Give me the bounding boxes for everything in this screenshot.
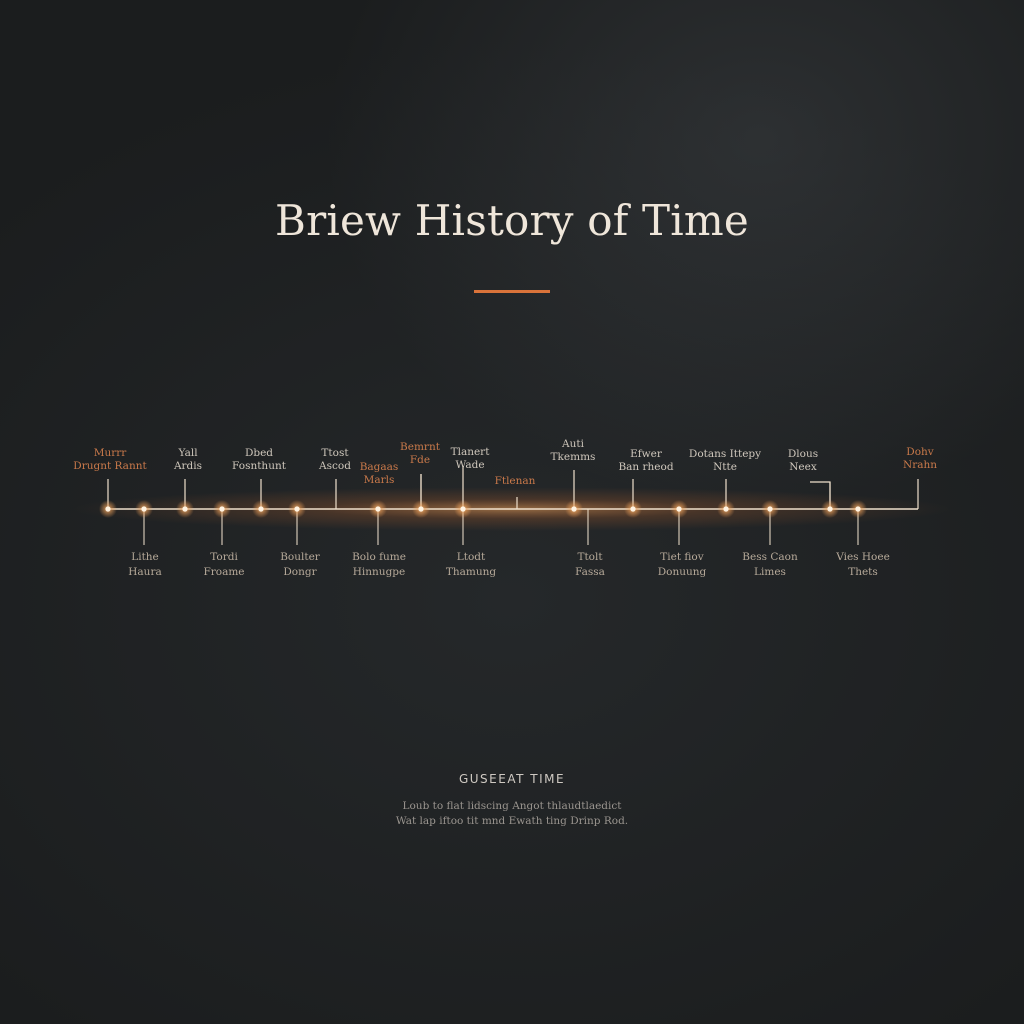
lower-event-label: Limes bbox=[754, 566, 786, 578]
lower-event-label: Bess Caon bbox=[742, 551, 798, 563]
upper-event-label: Dotans Ittepy bbox=[689, 448, 761, 460]
lower-event-label: Donuung bbox=[658, 566, 707, 578]
event-dot bbox=[375, 506, 381, 512]
footer-text-line-1: Loub to flat lidscing Angot thlaudtlaedi… bbox=[402, 800, 622, 812]
event-dot bbox=[630, 506, 636, 512]
lower-event-label: Ltodt bbox=[457, 551, 486, 563]
upper-event-label: Ttost bbox=[321, 447, 349, 459]
event-dot bbox=[723, 506, 729, 512]
upper-event-label: Dbed bbox=[245, 447, 273, 459]
title-divider bbox=[474, 290, 550, 293]
event-dot bbox=[827, 506, 833, 512]
lower-event-label: Lithe bbox=[131, 551, 159, 563]
lower-event-label: Froame bbox=[203, 566, 244, 578]
upper-event-label: Wade bbox=[455, 459, 484, 471]
lower-event-label: Ttolt bbox=[577, 551, 603, 563]
upper-event-label: Ftlenan bbox=[495, 475, 536, 487]
upper-event-label: Ascod bbox=[318, 460, 351, 472]
event-dot bbox=[767, 506, 773, 512]
lower-event-label: Vies Hoee bbox=[835, 551, 890, 563]
lower-event-label: Tiet fiov bbox=[660, 551, 703, 563]
upper-event-label: Dohv bbox=[906, 446, 934, 458]
lower-event-label: Boulter bbox=[280, 551, 321, 563]
lower-event-label: Tordi bbox=[210, 551, 238, 563]
upper-event-label: Dlous bbox=[788, 448, 818, 460]
upper-event-label: Yall bbox=[177, 447, 198, 459]
lower-event-label: Haura bbox=[128, 566, 161, 578]
upper-event-label: Bemrnt bbox=[400, 441, 441, 453]
upper-event-label: Efwer bbox=[630, 448, 663, 460]
upper-event-label: Ban rheod bbox=[618, 461, 673, 473]
lower-event-label: Hinnugpe bbox=[353, 566, 405, 578]
event-dot bbox=[294, 506, 300, 512]
event-dot bbox=[182, 506, 188, 512]
event-dot bbox=[258, 506, 264, 512]
event-dot bbox=[141, 506, 147, 512]
upper-event-label: Ntte bbox=[713, 461, 737, 473]
lower-event-label: Thets bbox=[848, 566, 878, 578]
lower-event-label: Dongr bbox=[283, 566, 317, 578]
upper-event-label: Marls bbox=[364, 474, 395, 486]
lower-event-label: Thamung bbox=[446, 566, 497, 578]
upper-event-label: Fosnthunt bbox=[232, 460, 287, 472]
event-dot bbox=[460, 506, 466, 512]
event-dot bbox=[418, 506, 424, 512]
upper-event-label: Auti bbox=[561, 438, 585, 450]
upper-event-label: Tkemms bbox=[551, 451, 596, 463]
upper-event-label: Nrahn bbox=[903, 459, 937, 471]
upper-event-label: Neex bbox=[789, 461, 817, 473]
upper-event-label: Ardis bbox=[173, 460, 202, 472]
upper-event-label: Drugnt Rannt bbox=[73, 460, 147, 472]
upper-event-label: Bagaas bbox=[360, 461, 399, 473]
upper-event-label: Tlanert bbox=[451, 446, 491, 458]
event-dot bbox=[219, 506, 225, 512]
lower-event-label: Fassa bbox=[575, 566, 605, 578]
footer-heading: GUSEEAT TIME bbox=[458, 772, 566, 786]
event-dot bbox=[676, 506, 682, 512]
page-title: Briew History of Time bbox=[275, 196, 749, 245]
upper-event-label: Murrr bbox=[94, 447, 128, 459]
footer-text-line-2: Wat lap iftoo tit mnd Ewath ting Drinp R… bbox=[395, 815, 629, 827]
upper-event-label: Fde bbox=[410, 454, 430, 466]
lower-event-label: Bolo fume bbox=[352, 551, 406, 563]
event-dot bbox=[105, 506, 111, 512]
event-dot bbox=[571, 506, 577, 512]
event-dot bbox=[855, 506, 861, 512]
